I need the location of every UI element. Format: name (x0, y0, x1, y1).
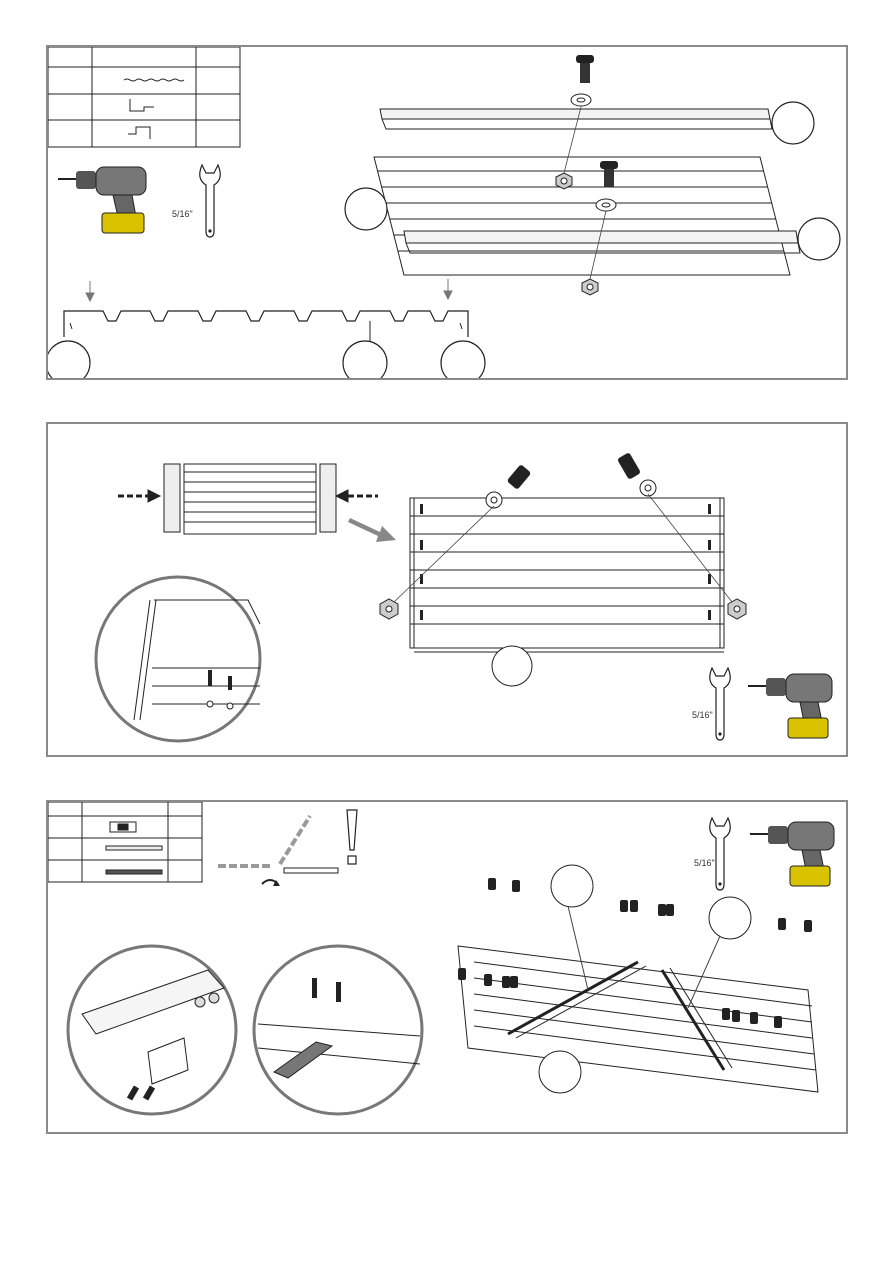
parts-table (48, 47, 240, 147)
rail-icon (106, 846, 162, 850)
power-drill-icon (58, 167, 146, 233)
step-1-panel: 5/16" (46, 45, 848, 380)
roof-frame-drawing (458, 946, 818, 1092)
step-2-panel: 5/16" (46, 422, 848, 757)
roof-frame-drawing (410, 498, 724, 652)
step-3-panel: 5/16" (46, 800, 848, 1134)
wrench-size-label: 5/16" (172, 209, 193, 219)
wrench-icon (710, 818, 731, 890)
rail-icon (106, 870, 162, 874)
corrugated-panel-icon (124, 79, 184, 81)
wrench-icon (200, 165, 221, 237)
bracket-icon (110, 822, 136, 832)
panel-profile (64, 311, 468, 337)
channel-left-icon (130, 99, 154, 111)
detail-magnifier (254, 946, 422, 1114)
wrench-size-label: 5/16" (694, 858, 715, 868)
detail-magnifier (68, 946, 236, 1114)
panel-assembly-preview (164, 464, 336, 534)
direction-arrow-icon (86, 279, 452, 301)
orientation-warning (218, 816, 338, 886)
callout-circle (48, 341, 485, 380)
power-drill-icon (750, 822, 834, 886)
detail-magnifier (96, 577, 260, 741)
step-3-illustration: 5/16" (48, 802, 848, 1134)
parts-table (48, 802, 202, 882)
warning-exclamation-icon (347, 810, 357, 864)
step-2-illustration: 5/16" (48, 424, 848, 757)
direction-arrow-icon (348, 518, 396, 542)
callout-circle (492, 646, 532, 686)
wrench-icon (710, 668, 731, 740)
step-1-illustration: 5/16" (48, 47, 848, 380)
wrench-size-label: 5/16" (692, 710, 713, 720)
power-drill-icon (748, 674, 832, 738)
roof-panel-drawing (374, 109, 800, 275)
channel-right-icon (128, 127, 150, 139)
